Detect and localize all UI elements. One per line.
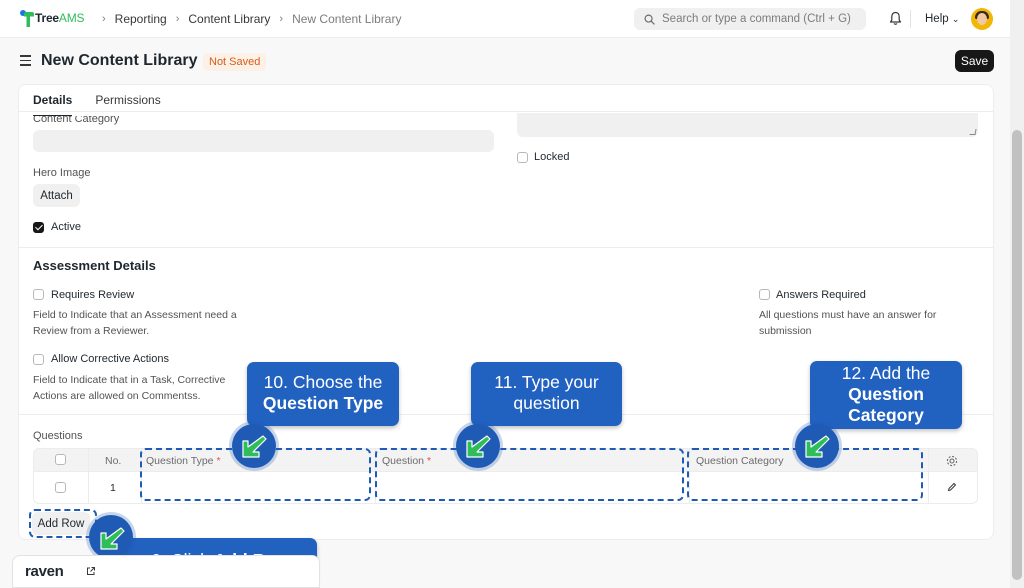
app-logo[interactable]: TreeAMS xyxy=(20,9,85,27)
content-category-label: Content Category xyxy=(33,113,120,125)
row-number: 1 xyxy=(110,482,116,494)
gear-icon[interactable] xyxy=(946,455,958,467)
allow-corrective-description: Field to Indicate that in a Task, Correc… xyxy=(33,374,226,402)
pointer-arrow-icon xyxy=(89,515,133,559)
requires-review-description: Field to Indicate that an Assessment nee… xyxy=(33,309,237,337)
column-separator xyxy=(928,472,929,503)
page-scrollbar[interactable] xyxy=(1010,0,1024,588)
search-placeholder: Search or type a command (Ctrl + G) xyxy=(662,13,851,25)
chevron-down-icon: ⌄ xyxy=(951,14,960,24)
section-divider xyxy=(18,247,994,248)
column-header-question: Question * xyxy=(382,455,432,467)
assessment-section-title: Assessment Details xyxy=(33,258,156,273)
search-bar[interactable]: Search or type a command (Ctrl + G) xyxy=(634,8,866,30)
save-button[interactable]: Save xyxy=(955,50,994,72)
chevron-right-icon: › xyxy=(102,13,106,25)
navbar-divider xyxy=(910,10,911,28)
column-separator xyxy=(689,472,690,503)
table-row: 1 xyxy=(33,472,978,504)
chevron-right-icon: › xyxy=(279,13,284,25)
chevron-right-icon: › xyxy=(175,13,180,25)
locked-checkbox[interactable] xyxy=(517,152,528,163)
help-dropdown[interactable]: Help ⌄ xyxy=(925,13,960,25)
select-all-checkbox[interactable] xyxy=(55,454,66,465)
answers-required-label: Answers Required xyxy=(776,289,866,301)
tab-details[interactable]: Details xyxy=(33,93,73,116)
requires-review-checkbox[interactable] xyxy=(33,289,44,300)
raven-chat-bar[interactable]: raven xyxy=(12,555,320,588)
column-separator xyxy=(689,449,690,473)
raven-logo: raven xyxy=(25,563,64,580)
scrollbar-thumb[interactable] xyxy=(1012,130,1022,580)
pencil-icon[interactable] xyxy=(947,482,957,492)
attach-button[interactable]: Attach xyxy=(33,184,80,207)
answers-required-checkbox[interactable] xyxy=(759,289,770,300)
pointer-arrow-icon xyxy=(456,424,500,468)
search-icon xyxy=(644,14,655,25)
tree-logo-icon xyxy=(20,9,34,27)
menu-icon[interactable] xyxy=(20,55,31,69)
allow-corrective-label: Allow Corrective Actions xyxy=(51,353,169,365)
breadcrumb-content-library[interactable]: Content Library xyxy=(188,12,271,26)
active-label: Active xyxy=(51,221,81,233)
hero-image-label: Hero Image xyxy=(33,167,91,179)
resize-handle-icon[interactable] xyxy=(969,129,977,135)
form-tabs: Details Permissions xyxy=(33,93,184,116)
questions-label: Questions xyxy=(33,430,83,442)
breadcrumb: › Reporting › Content Library › New Cont… xyxy=(93,12,401,26)
active-checkbox[interactable] xyxy=(33,222,44,233)
locked-label: Locked xyxy=(534,151,570,163)
column-separator xyxy=(88,449,89,473)
row-select-checkbox[interactable] xyxy=(55,482,66,493)
column-header-question-type: Question Type * xyxy=(146,455,221,467)
breadcrumb-reporting[interactable]: Reporting xyxy=(114,12,167,26)
status-badge: Not Saved xyxy=(203,53,267,71)
requires-review-label: Requires Review xyxy=(51,289,135,301)
user-avatar[interactable] xyxy=(971,8,993,30)
add-row-button[interactable]: Add Row xyxy=(32,512,90,535)
description-textarea[interactable] xyxy=(517,113,978,137)
bell-icon[interactable] xyxy=(889,11,902,26)
column-separator xyxy=(88,472,89,503)
column-separator xyxy=(928,449,929,473)
content-category-input[interactable] xyxy=(33,130,494,152)
allow-corrective-checkbox[interactable] xyxy=(33,354,44,365)
breadcrumb-current: New Content Library xyxy=(292,12,402,26)
pointer-arrow-icon xyxy=(795,424,839,468)
page-title: New Content Library xyxy=(41,52,198,69)
top-navbar: TreeAMS › Reporting › Content Library › … xyxy=(0,0,1010,38)
column-header-no: No. xyxy=(105,455,122,467)
tab-permissions[interactable]: Permissions xyxy=(95,93,161,107)
logo-text: TreeAMS xyxy=(35,11,85,25)
column-header-question-category: Question Category xyxy=(696,455,784,467)
highlight-add-row xyxy=(29,509,97,538)
pointer-arrow-icon xyxy=(232,424,276,468)
highlight-question xyxy=(375,448,684,501)
external-link-icon[interactable] xyxy=(86,566,96,576)
tabs-divider xyxy=(18,111,994,112)
